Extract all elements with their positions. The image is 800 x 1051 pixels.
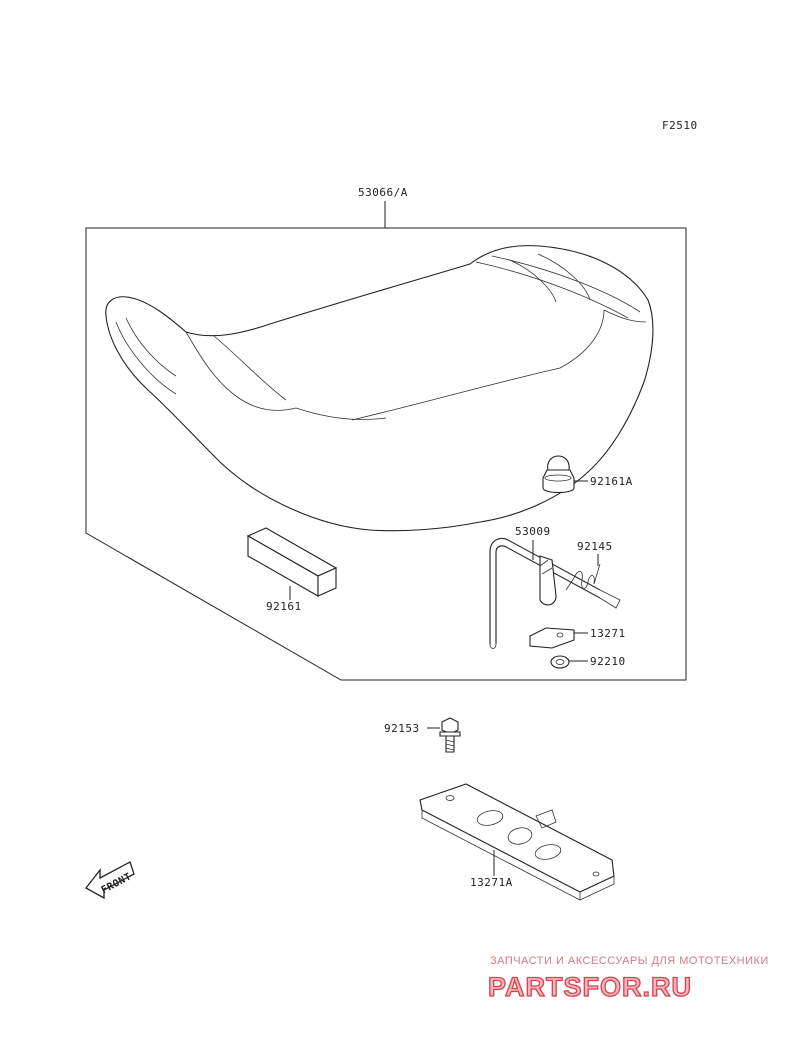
seat-lock-rod-53009 [489,537,621,649]
nut-92210 [550,655,570,669]
label-92145: 92145 [577,540,613,553]
damper-block-92161 [246,527,338,597]
figure-code: F2510 [662,119,698,132]
watermark-brand: PARTSFOR.RU [488,972,692,1002]
label-92161a: 92161A [590,475,633,488]
damper-cap-92161a [542,455,575,494]
label-13271: 13271 [590,627,626,640]
label-53066-a: 53066/A [358,186,408,199]
seat-illustration [105,245,654,532]
spring-92145 [565,563,601,591]
front-arrow-icon: FRONT [85,861,135,900]
watermark: ЗАПЧАСТИ И АКСЕССУАРЫ ДЛЯ МОТОТЕХНИКИ PA… [487,955,769,1003]
plate-13271 [529,627,575,649]
label-92210: 92210 [590,655,626,668]
label-53009: 53009 [515,525,551,538]
assembly-outline [85,227,687,681]
label-92153: 92153 [384,722,420,735]
label-13271a: 13271A [470,876,513,889]
base-plate-13271a [419,783,615,901]
label-92161: 92161 [266,600,302,613]
bolt-92153 [439,717,461,753]
watermark-tagline: ЗАПЧАСТИ И АКСЕССУАРЫ ДЛЯ МОТОТЕХНИКИ [490,955,769,967]
